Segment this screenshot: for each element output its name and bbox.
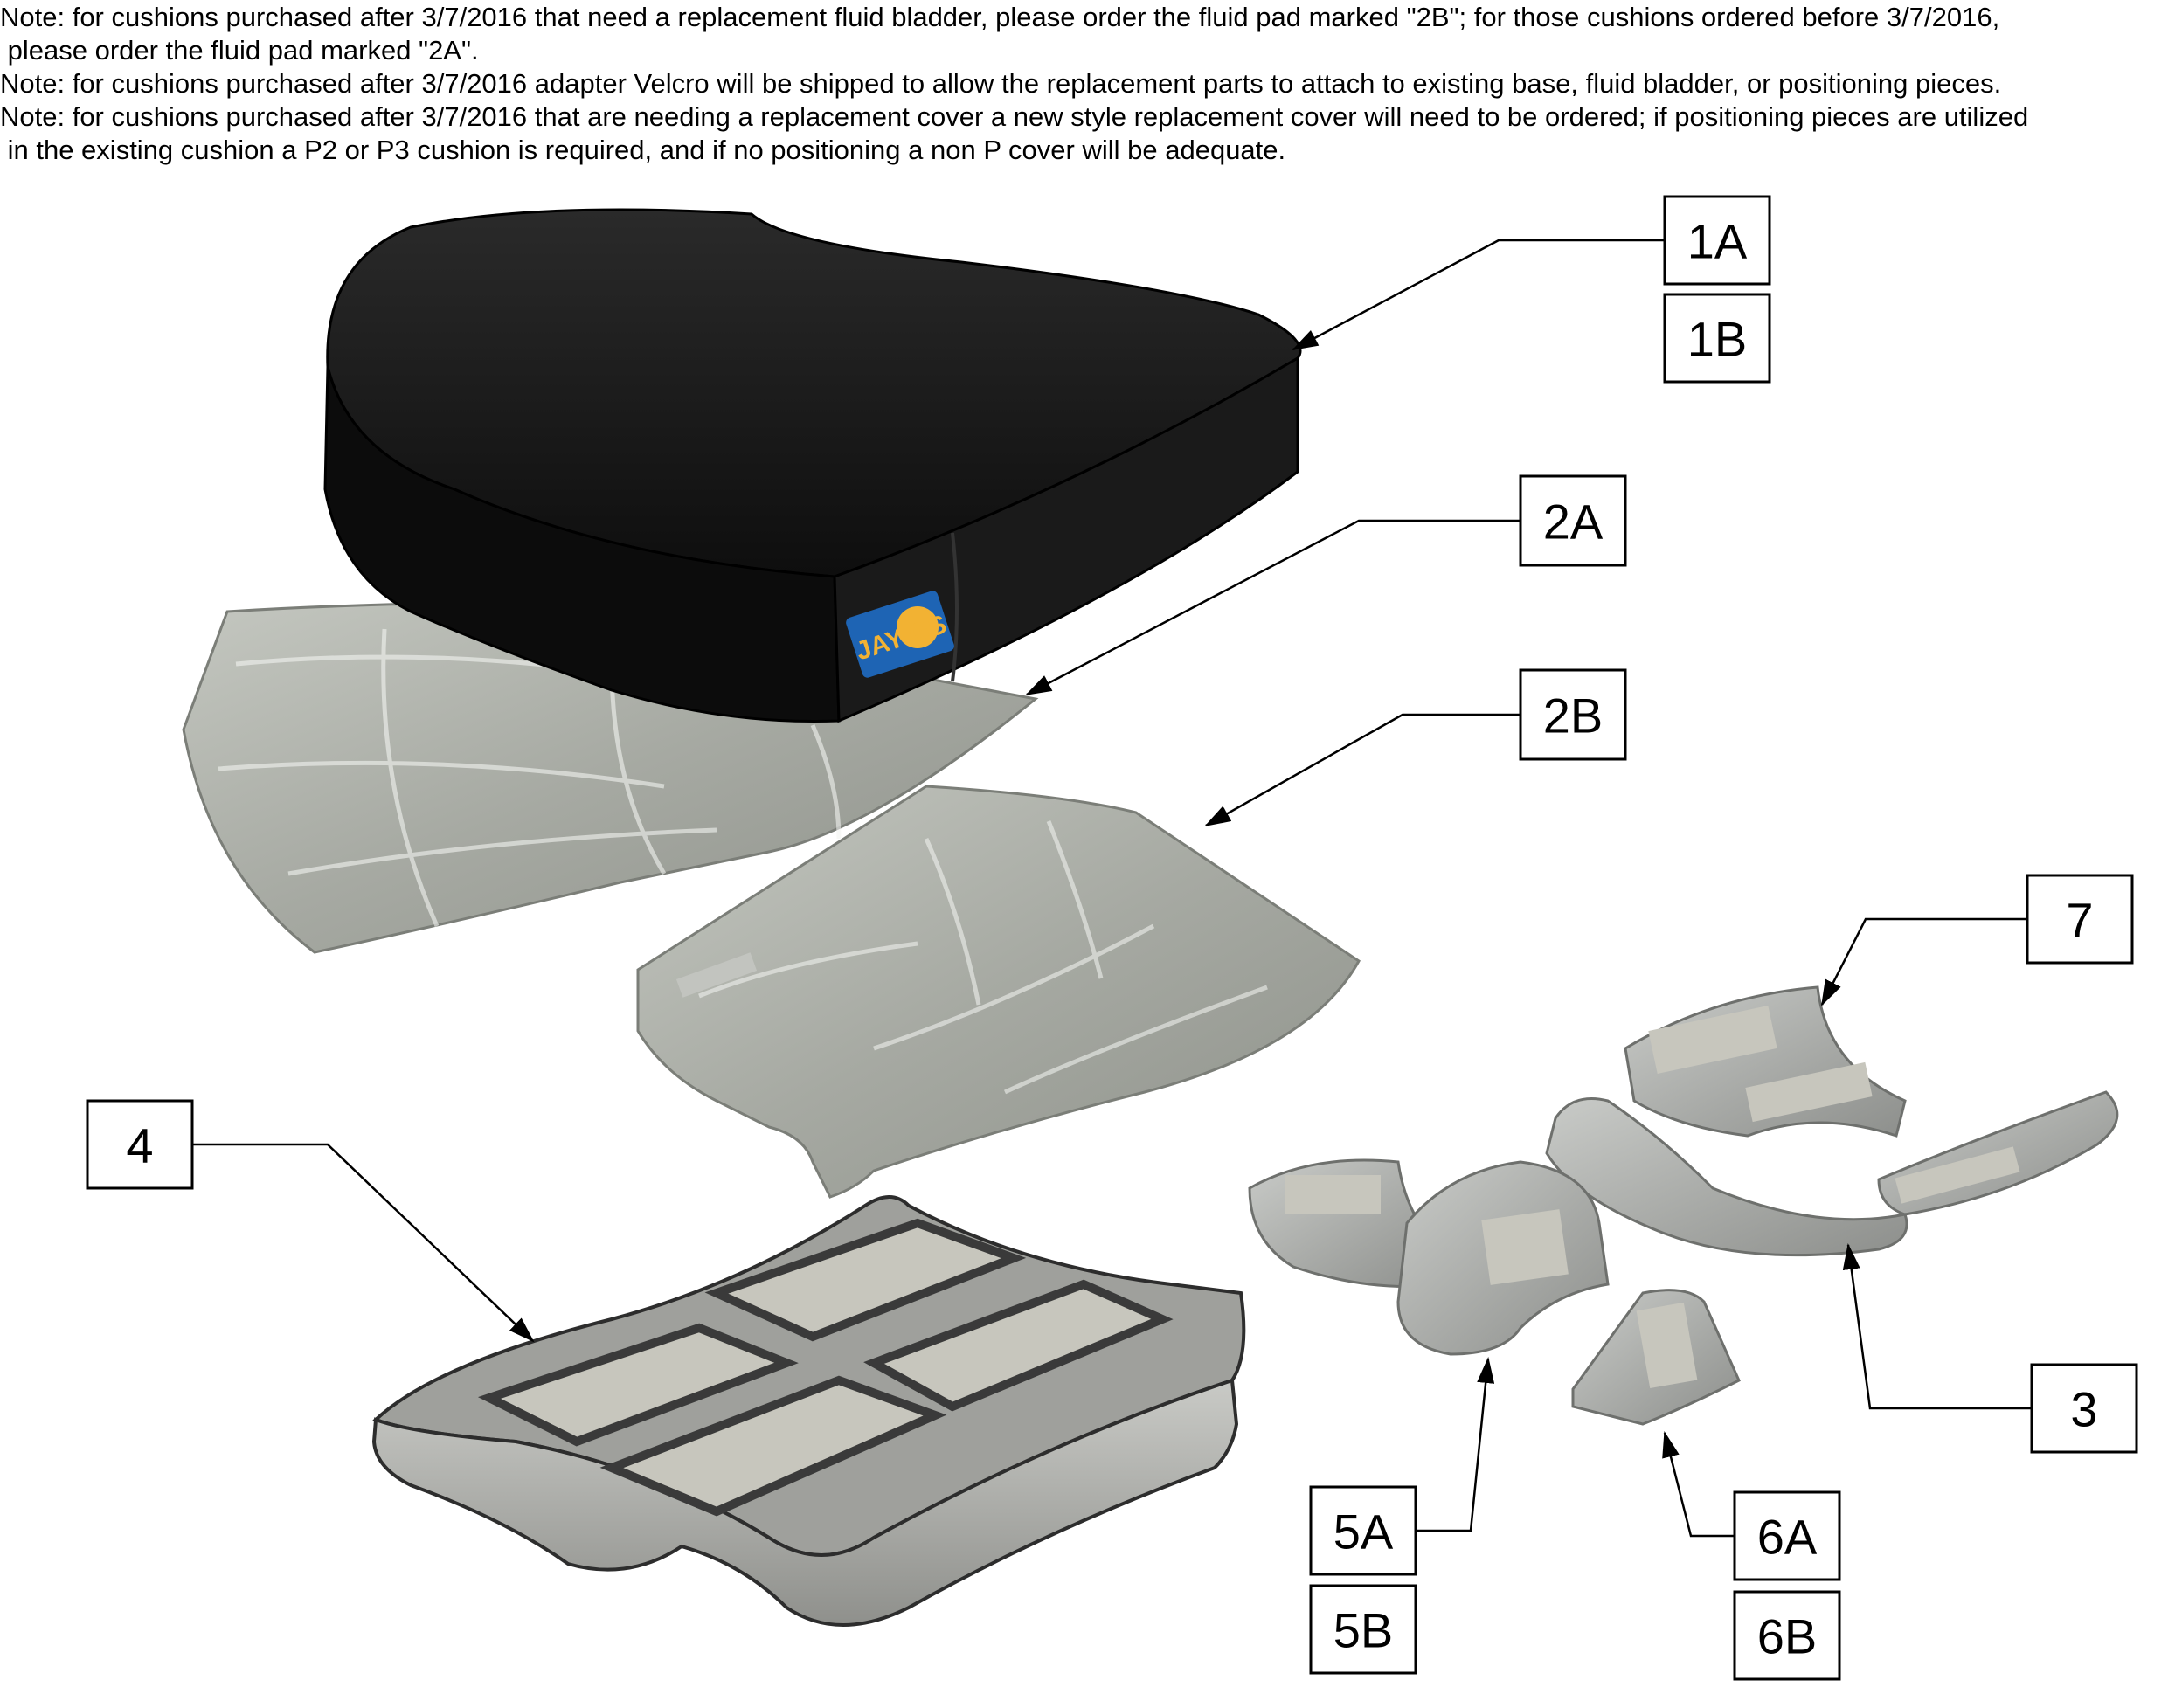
leader-5a bbox=[1416, 1357, 1495, 1532]
callout-5b: 5B bbox=[1309, 1584, 1417, 1675]
callout-4: 4 bbox=[86, 1099, 194, 1190]
callout-5a-label: 5A bbox=[1333, 1504, 1394, 1559]
callout-1a-label: 1A bbox=[1687, 214, 1748, 269]
leader-4 bbox=[192, 1143, 535, 1343]
cushion-cover-illustration: JAY GS bbox=[323, 208, 1302, 723]
leader-2b bbox=[1204, 713, 1520, 827]
callout-3-label: 3 bbox=[2070, 1382, 2097, 1437]
callout-1a: 1A bbox=[1663, 195, 1771, 286]
note-line-5: in the existing cushion a P2 or P3 cushi… bbox=[0, 135, 1286, 165]
callout-2a: 2A bbox=[1519, 474, 1627, 567]
callout-4-label: 4 bbox=[126, 1118, 153, 1173]
callout-7-label: 7 bbox=[2066, 893, 2093, 948]
leader-lines bbox=[192, 239, 2032, 1538]
note-line-3: Note: for cushions purchased after 3/7/2… bbox=[0, 68, 2002, 99]
callout-1b: 1B bbox=[1663, 293, 1771, 384]
leader-7 bbox=[1820, 917, 2027, 1006]
callout-7: 7 bbox=[2026, 874, 2134, 965]
callout-2b: 2B bbox=[1519, 668, 1627, 761]
note-line-4: Note: for cushions purchased after 3/7/2… bbox=[0, 101, 2029, 132]
callout-6b-label: 6B bbox=[1757, 1609, 1818, 1664]
note-line-1: Note: for cushions purchased after 3/7/2… bbox=[0, 2, 2000, 32]
callout-6a: 6A bbox=[1733, 1490, 1841, 1581]
callout-5b-label: 5B bbox=[1333, 1603, 1394, 1658]
positioning-pieces-illustration bbox=[1248, 985, 2119, 1426]
fluid-pad-2b-illustration bbox=[636, 785, 1361, 1199]
callout-6b: 6B bbox=[1733, 1590, 1841, 1681]
leader-6a bbox=[1662, 1431, 1735, 1538]
leader-2a bbox=[1025, 519, 1520, 696]
callout-6a-label: 6A bbox=[1757, 1510, 1818, 1565]
leader-3 bbox=[1842, 1243, 2032, 1410]
callout-2b-label: 2B bbox=[1543, 688, 1604, 743]
leader-1a bbox=[1292, 239, 1665, 351]
foam-base-illustration bbox=[371, 1195, 1246, 1627]
callout-5a: 5A bbox=[1309, 1485, 1417, 1576]
callout-2a-label: 2A bbox=[1543, 494, 1604, 550]
callout-3: 3 bbox=[2030, 1363, 2138, 1454]
callout-1b-label: 1B bbox=[1687, 312, 1748, 367]
note-line-2: please order the fluid pad marked "2A". bbox=[0, 35, 479, 66]
